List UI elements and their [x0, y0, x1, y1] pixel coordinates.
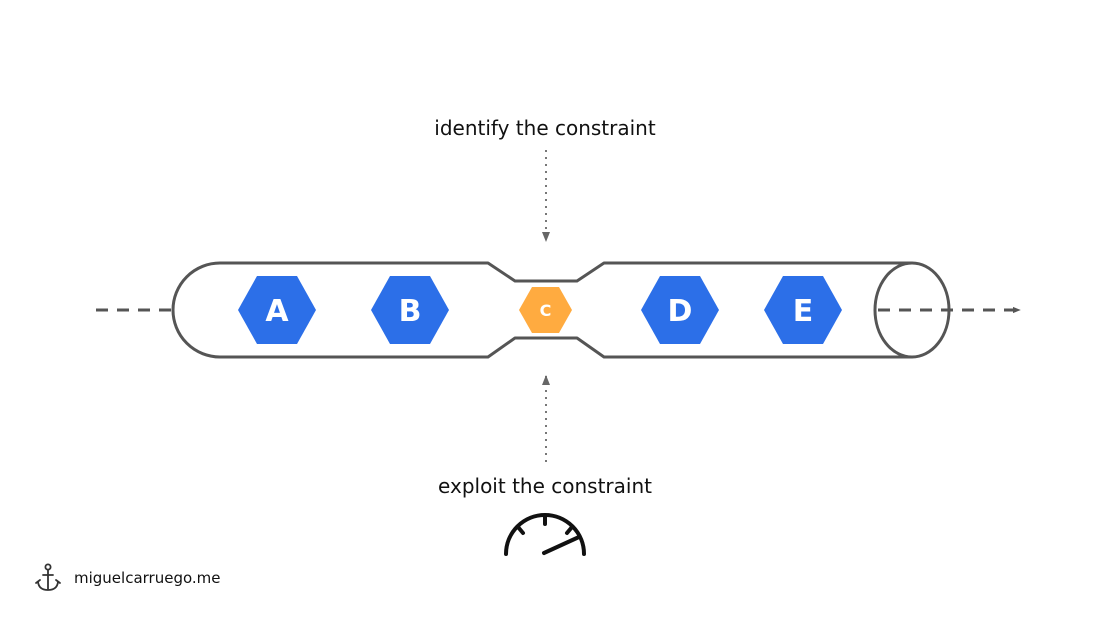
speedometer-icon [504, 513, 586, 556]
node-c-constraint: C [519, 287, 572, 333]
node-a: A [238, 276, 316, 344]
node-d: D [641, 276, 719, 344]
pipe-outline [171, 261, 912, 359]
exploit-constraint-label: exploit the constraint [438, 474, 652, 498]
node-b-hexagon [371, 276, 449, 344]
node-a-label: A [265, 294, 289, 329]
node-e-hexagon [764, 276, 842, 344]
node-a-hexagon [238, 276, 316, 344]
node-b: B [371, 276, 449, 344]
anchor-icon [35, 563, 61, 591]
identify-constraint-label: identify the constraint [434, 116, 656, 140]
node-b-label: B [399, 294, 422, 329]
node-c-hexagon [519, 287, 572, 333]
node-c-label: C [540, 301, 552, 320]
node-d-hexagon [641, 276, 719, 344]
footer-site-url: miguelcarruego.me [74, 569, 221, 587]
node-e-label: E [793, 294, 814, 329]
node-d-label: D [668, 294, 693, 329]
node-e: E [764, 276, 842, 344]
